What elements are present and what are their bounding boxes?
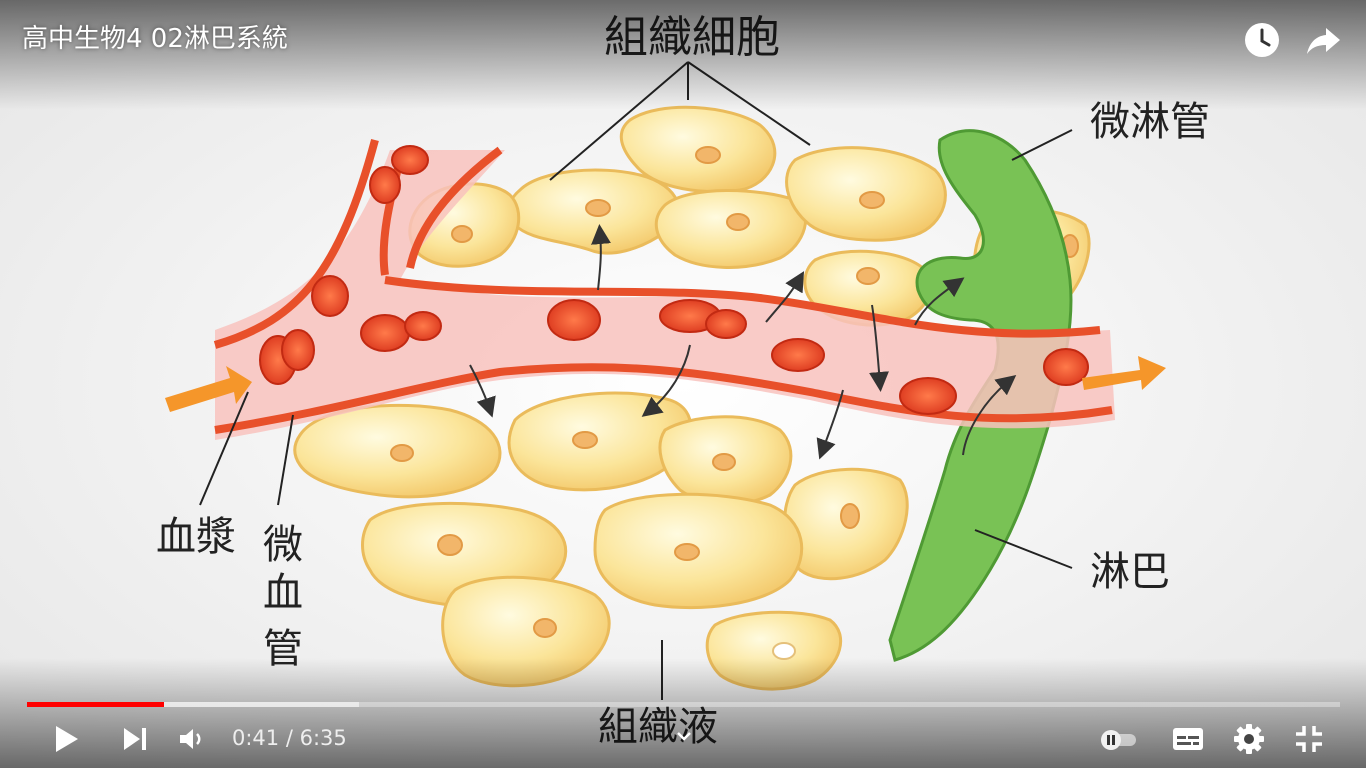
movement-arrows bbox=[469, 224, 1017, 460]
cell-nuclei bbox=[390, 146, 1079, 660]
clock-icon bbox=[1245, 23, 1279, 57]
red-blood-cells bbox=[259, 145, 1089, 415]
video-title[interactable]: 高中生物4 02淋巴系統 bbox=[22, 24, 288, 54]
volume-icon bbox=[180, 729, 201, 749]
progress-played bbox=[27, 702, 164, 707]
label-lymph: 淋巴 bbox=[1090, 549, 1170, 595]
share-button[interactable] bbox=[1304, 20, 1344, 60]
settings-button[interactable] bbox=[1232, 722, 1266, 756]
autoplay-toggle[interactable] bbox=[1098, 726, 1140, 752]
progress-track bbox=[27, 702, 1340, 707]
play-button[interactable] bbox=[48, 722, 84, 756]
label-capillary-2: 血 bbox=[263, 570, 303, 616]
blood-capillary bbox=[213, 138, 1115, 440]
chevron-down-icon[interactable] bbox=[674, 728, 694, 744]
progress-buffered bbox=[27, 702, 360, 707]
subtitles-button[interactable] bbox=[1170, 724, 1206, 754]
label-tissue-fluid: 組織液 bbox=[598, 704, 718, 750]
exit-fullscreen-button[interactable] bbox=[1292, 722, 1326, 756]
gear-icon bbox=[1234, 724, 1264, 754]
autoplay-toggle-icon bbox=[1101, 730, 1136, 750]
watch-later-button[interactable] bbox=[1242, 20, 1282, 60]
flow-arrows bbox=[165, 356, 1166, 412]
progress-bar[interactable] bbox=[27, 702, 1340, 707]
label-lymph-capillary: 微淋管 bbox=[1090, 99, 1210, 145]
time-display: 0:41 / 6:35 bbox=[232, 726, 347, 750]
volume-button[interactable] bbox=[176, 724, 206, 754]
label-plasma: 血漿 bbox=[156, 514, 236, 560]
exit-fullscreen-icon bbox=[1296, 726, 1322, 752]
share-icon bbox=[1307, 28, 1340, 54]
next-icon bbox=[124, 728, 146, 750]
next-button[interactable] bbox=[118, 722, 152, 756]
label-tissue-cells: 組織細胞 bbox=[604, 12, 780, 63]
label-capillary-3: 管 bbox=[263, 626, 303, 672]
label-capillary-1: 微 bbox=[263, 522, 303, 568]
play-icon bbox=[56, 726, 78, 752]
subtitles-icon bbox=[1173, 728, 1203, 750]
